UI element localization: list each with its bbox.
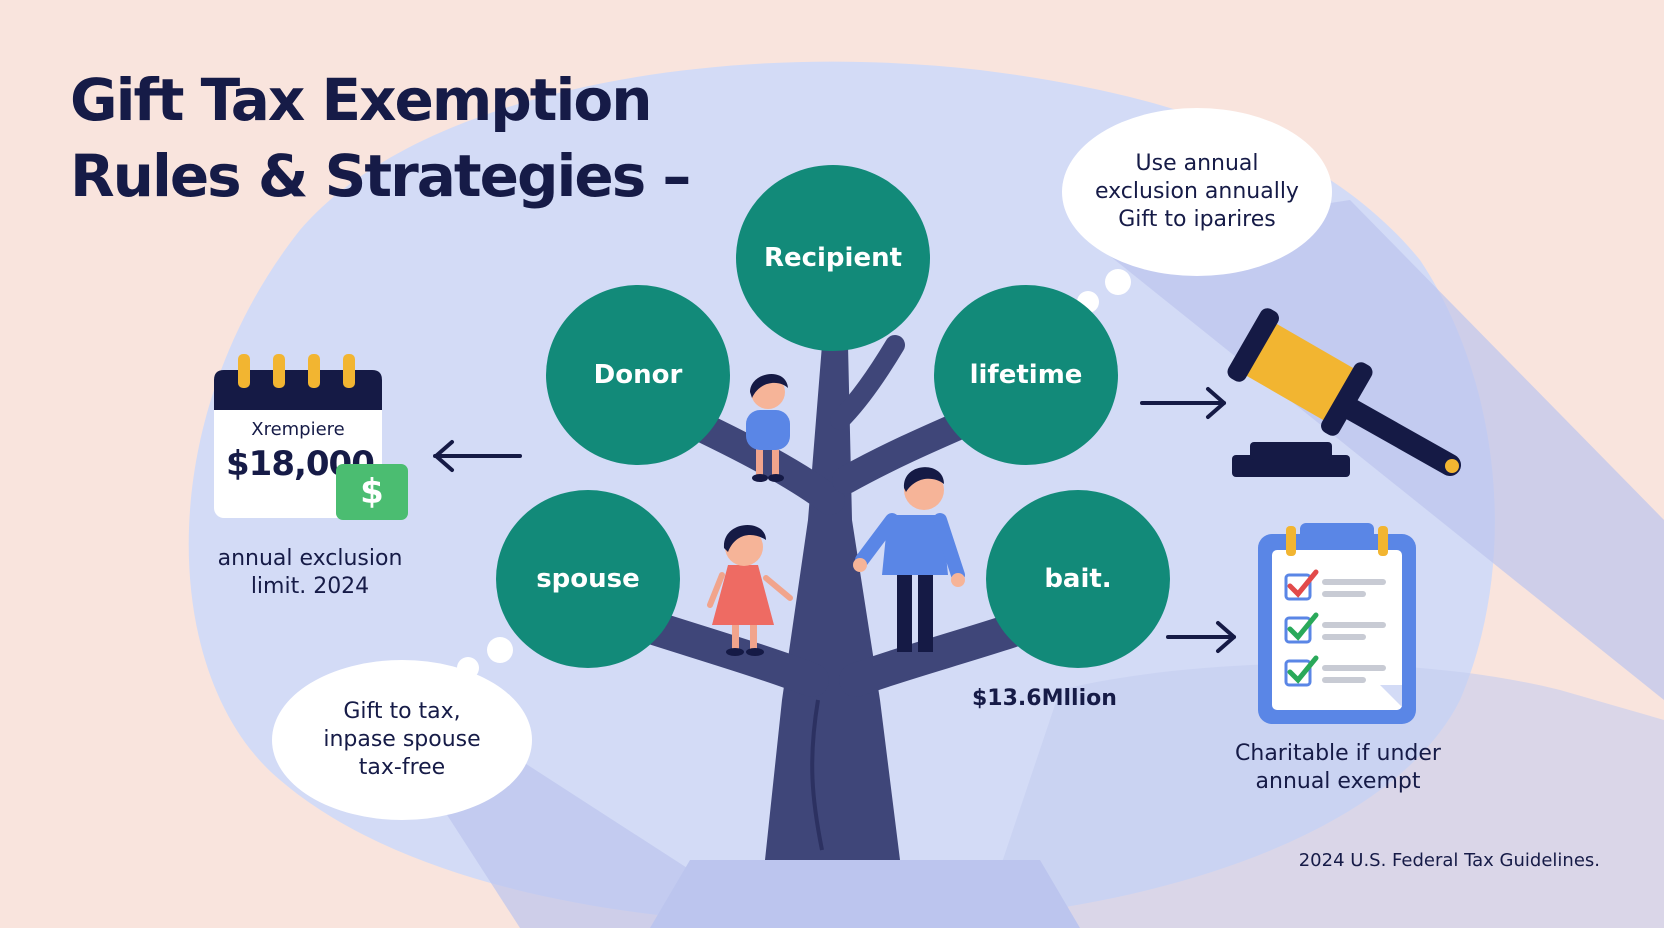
tree-bark-line [810,699,824,851]
label-line: annual exempt [1255,769,1421,794]
background-shadow [980,663,1664,928]
adult-character [853,467,965,652]
bubble-line: Gift to iparires [1118,207,1276,232]
label-line: limit. 2024 [250,574,370,599]
page-title: Gift Tax Exemption Rules & Strategies – [70,62,691,214]
node-lifetime: lifetime [934,285,1118,465]
node-donor: Donor [546,285,730,465]
child-character-top [746,374,790,482]
bubble-line: inpase spouse [323,727,481,752]
node-recipient: Recipient [736,165,930,351]
bubble-line: tax-free [358,755,446,780]
annual-exclusion-label: annual exclusion limit. 2024 [200,545,420,601]
arrow-right-icon [1140,387,1226,419]
node-spouse: spouse [496,490,680,668]
label-line: Charitable if under [1235,741,1441,766]
bubble-line: Gift to tax, [343,699,461,724]
lifetime-amount-label: $13.6Mllion [972,686,1117,711]
node-bait: bait. [986,490,1170,668]
tree-trunk [765,345,900,860]
footer-source: 2024 U.S. Federal Tax Guidelines. [1298,850,1600,871]
ground-shadow [650,860,1080,928]
charitable-label: Charitable if under annual exempt [1216,740,1460,796]
thought-bubble-bottom-left: Gift to tax, inpase spouse tax-free [272,660,532,820]
child-character-bottom [707,525,793,656]
gavel-icon [1227,308,1461,477]
bubble-line: exclusion annually [1095,179,1299,204]
arrow-left-icon [433,440,522,472]
arrow-right-icon [1166,621,1236,653]
background-shadow [1090,200,1664,700]
dollar-icon: $ [336,464,408,520]
clipboard-checklist-icon [1258,523,1416,724]
calendar-subtitle: Xrempiere [251,419,345,440]
thought-bubble-top-right: Use annual exclusion annually Gift to ip… [1062,108,1332,276]
label-line: annual exclusion [217,546,403,571]
title-line-2: Rules & Strategies – [70,142,691,210]
bubble-line: Use annual [1135,151,1259,176]
title-line-1: Gift Tax Exemption [70,66,653,134]
